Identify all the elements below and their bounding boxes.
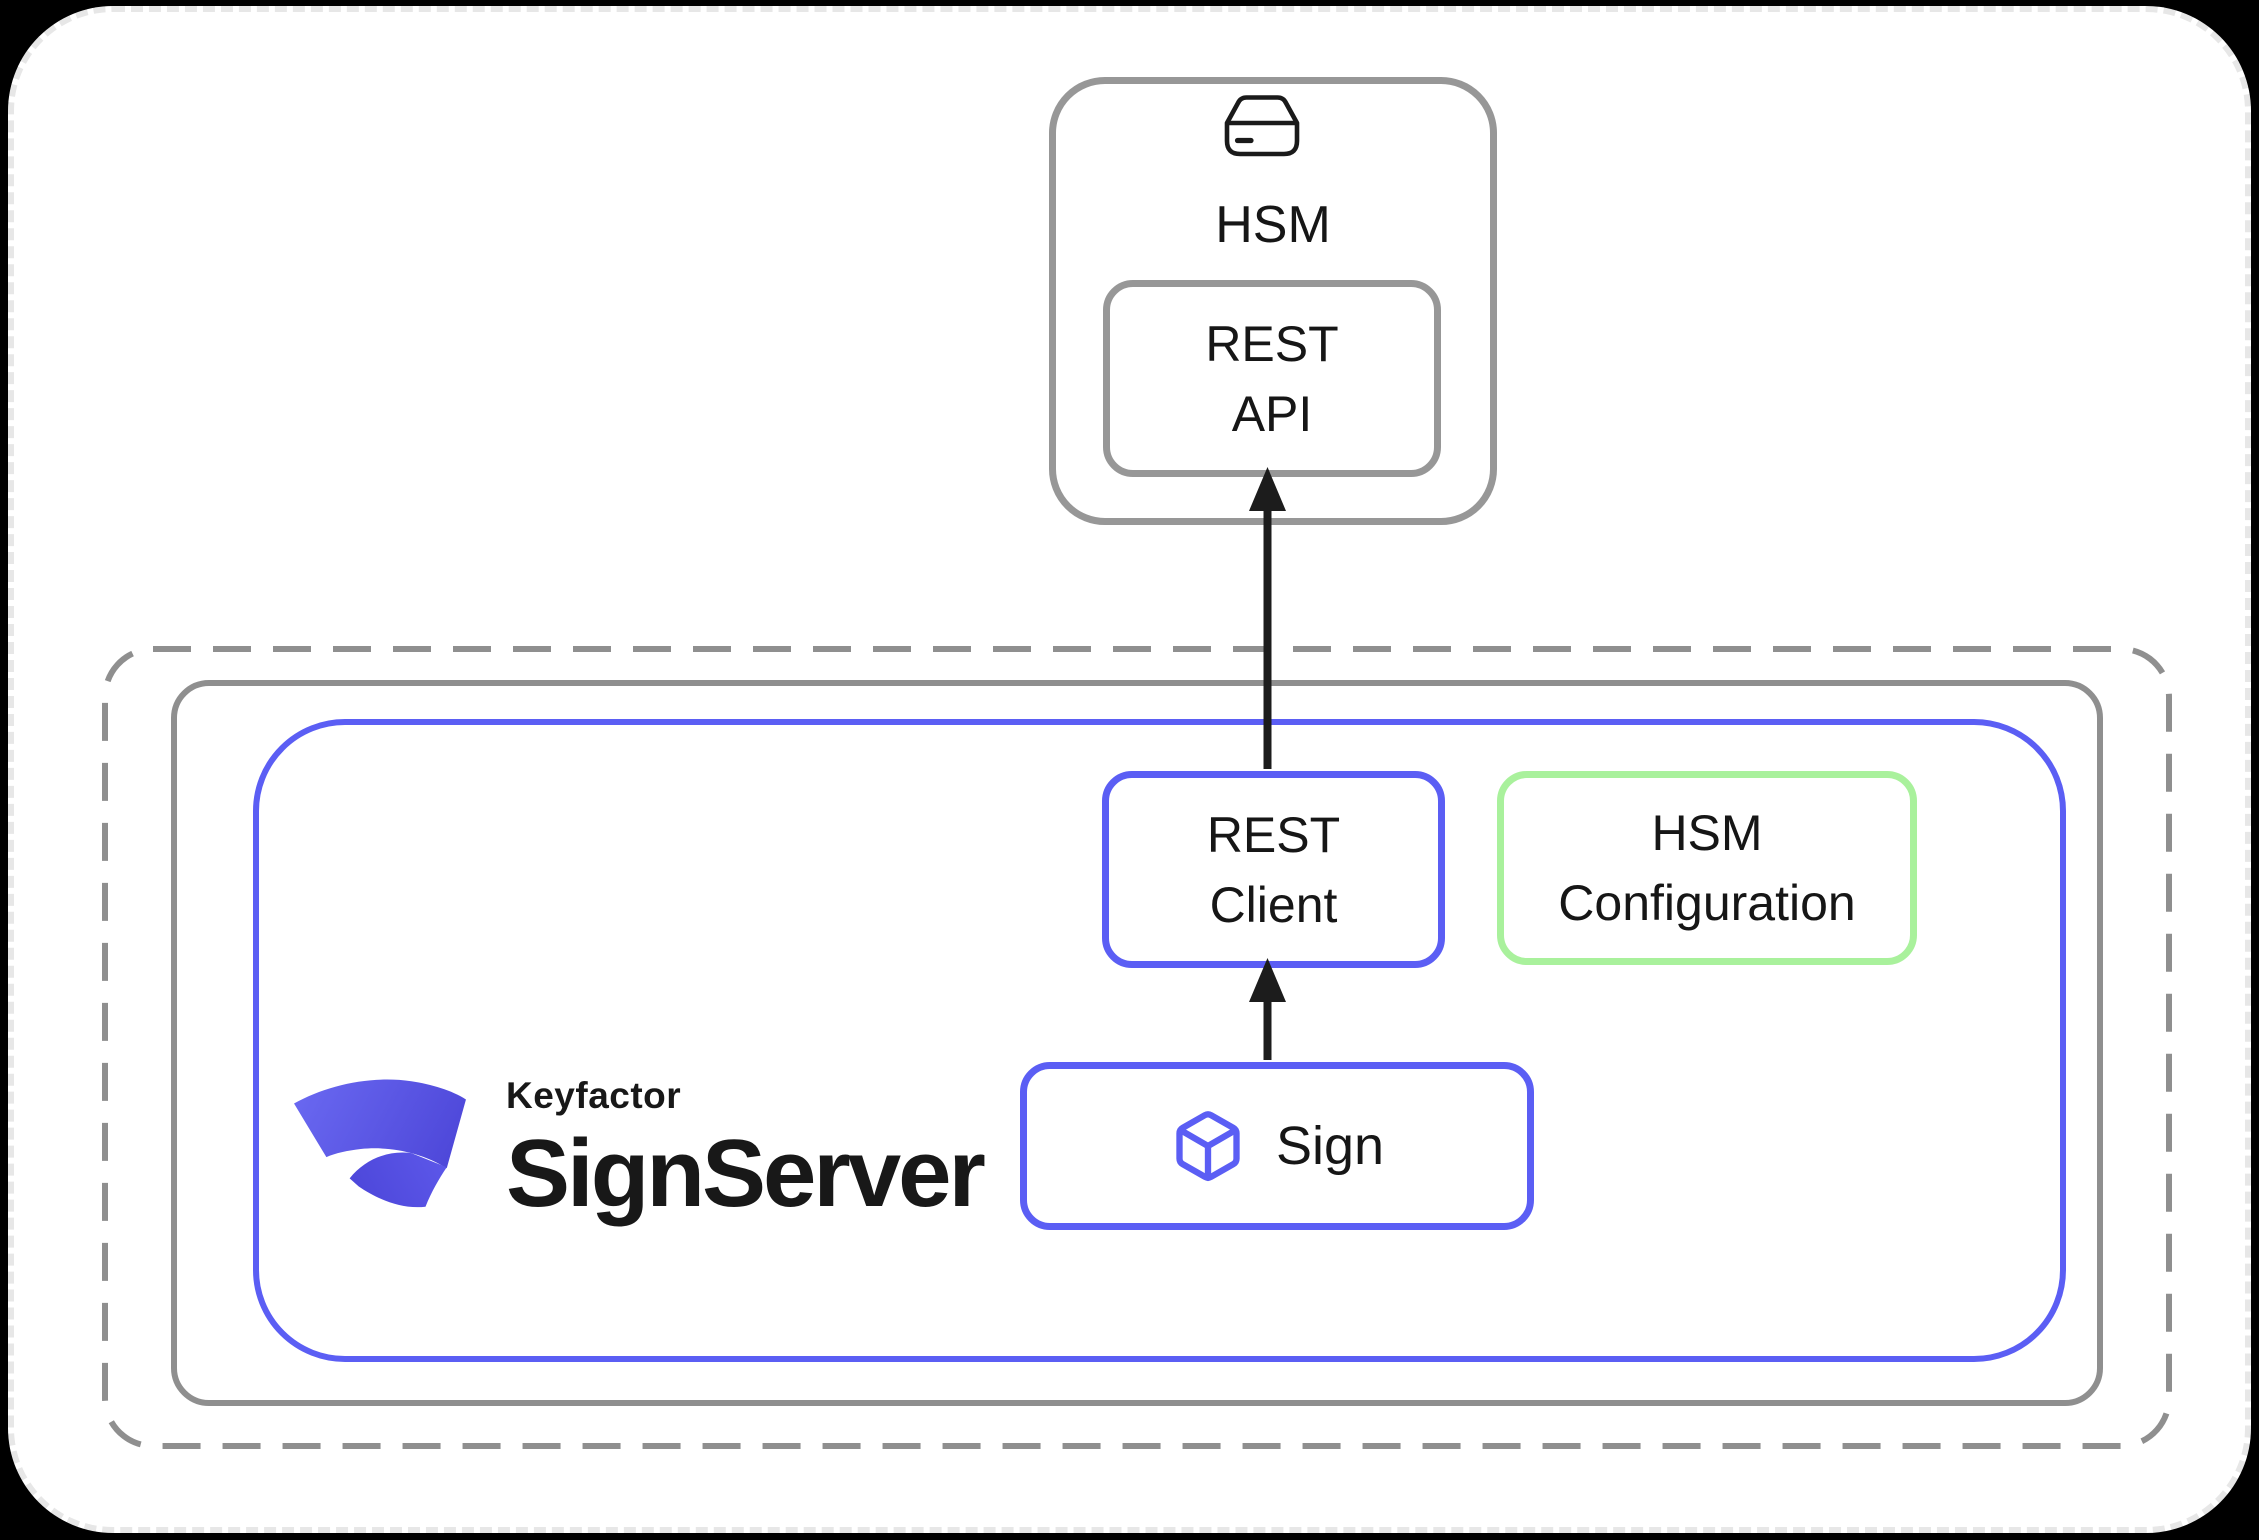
hsm-group-box: HSM REST API <box>1049 77 1497 525</box>
rest-api-line1: REST <box>1205 315 1339 372</box>
rest-api-node: REST API <box>1103 280 1441 477</box>
sign-node-label: Sign <box>1275 1116 1385 1176</box>
hsm-configuration-line2: Configuration <box>1558 875 1856 931</box>
rest-client-line1: REST <box>1206 806 1341 863</box>
sign-worker-node: Sign <box>1020 1062 1534 1230</box>
logo-product-text: SignServer <box>506 1120 986 1227</box>
dashed-boundary <box>102 646 2172 1449</box>
keyfactor-mark <box>294 1079 466 1208</box>
cube-icon <box>1176 1111 1240 1182</box>
logo-brand-text: Keyfactor <box>506 1075 682 1116</box>
hsm-group-title: HSM <box>1215 196 1331 254</box>
drive-icon <box>1224 95 1300 157</box>
signserver-container-box: Keyfactor SignServer REST Client HSM Con… <box>253 719 2066 1362</box>
hsm-configuration-line1: HSM <box>1651 805 1763 861</box>
rest-api-line2: API <box>1231 385 1313 442</box>
rest-client-node: REST Client <box>1102 771 1445 968</box>
hsm-configuration-node: HSM Configuration <box>1497 771 1917 965</box>
diagram-canvas: HSM REST API <box>8 6 2251 1533</box>
logo-wordmark: Keyfactor SignServer <box>506 1075 986 1229</box>
rest-client-line2: Client <box>1209 876 1338 933</box>
